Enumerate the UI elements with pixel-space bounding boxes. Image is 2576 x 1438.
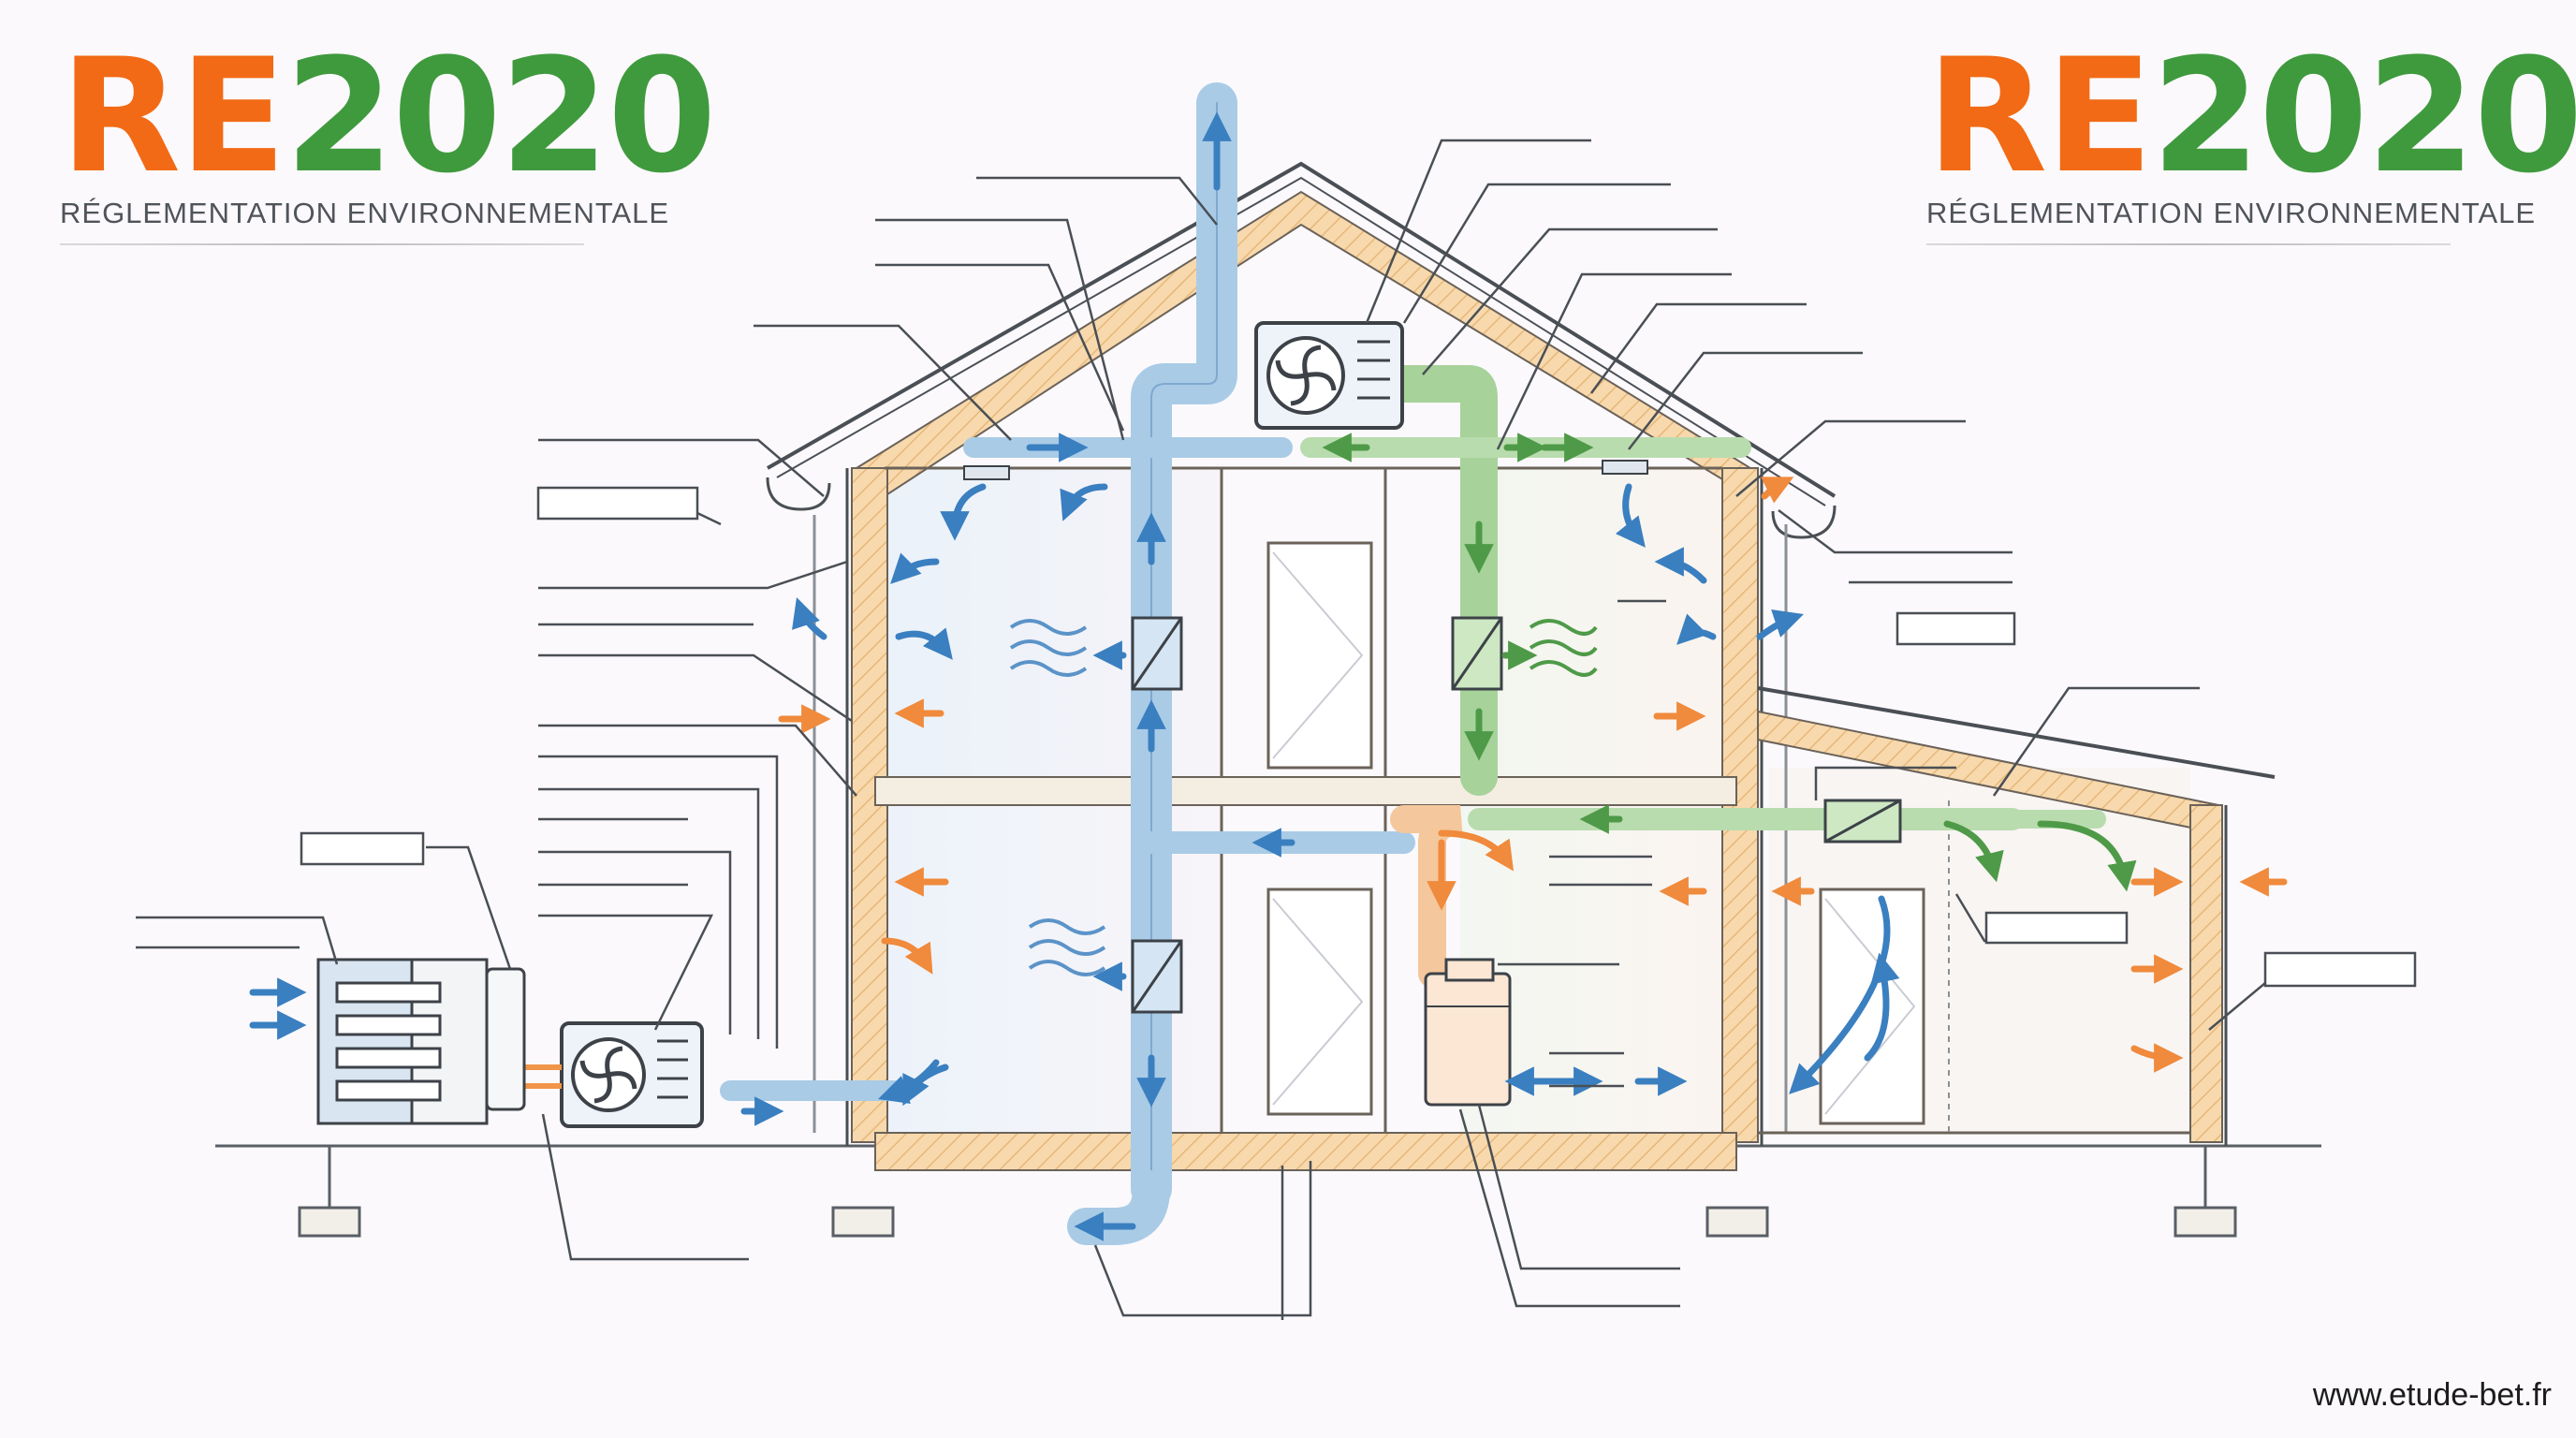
- logo-re: RE: [1926, 24, 2153, 208]
- ceiling-vent: [963, 460, 1648, 480]
- re2020-logo-left: RE2020 RÉGLEMENTATION ENVIRONNEMENTALE: [60, 37, 717, 245]
- heat-exchanger-icon: [1823, 799, 1902, 844]
- logo-re: RE: [60, 24, 286, 208]
- attic-heat-pump: [1254, 321, 1404, 430]
- logo-underline: [1926, 243, 2451, 245]
- storage-unit: [316, 958, 526, 1125]
- logo-tagline: RÉGLEMENTATION ENVIRONNEMENTALE: [1926, 197, 2537, 229]
- logo-year: 2020: [2151, 24, 2576, 208]
- logo-underline: [60, 243, 584, 245]
- label-box: [300, 486, 2417, 988]
- logo-tagline: RÉGLEMENTATION ENVIRONNEMENTALE: [60, 197, 670, 229]
- logo-year: 2020: [285, 24, 717, 208]
- logo-mark: RE2020: [60, 37, 717, 195]
- website-url[interactable]: www.etude-bet.fr: [2312, 1377, 2552, 1413]
- heat-exchanger-icon: [1451, 616, 1503, 691]
- heat-exchanger-icon: [1131, 616, 1183, 691]
- air-wave-icon: [1529, 619, 1598, 677]
- re2020-logo-right: RE2020 RÉGLEMENTATION ENVIRONNEMENTALE: [1926, 37, 2576, 245]
- ground: [215, 1144, 2321, 1238]
- leader-lines: [136, 139, 2415, 1320]
- fan-icon: [579, 1046, 637, 1104]
- door-icon: [1266, 888, 1373, 1116]
- outdoor-heat-pump: [524, 1021, 704, 1128]
- heat-exchanger-icon: [1131, 939, 1183, 1014]
- fan-icon: [1275, 345, 1337, 406]
- door-icon: [1819, 888, 1925, 1125]
- door-icon: [1266, 541, 1373, 770]
- boiler-unit: [1424, 958, 1512, 1107]
- logo-mark: RE2020: [1926, 37, 2576, 195]
- flow-arrow-icon: [249, 111, 2288, 1241]
- annex-extension: [1757, 686, 2276, 1146]
